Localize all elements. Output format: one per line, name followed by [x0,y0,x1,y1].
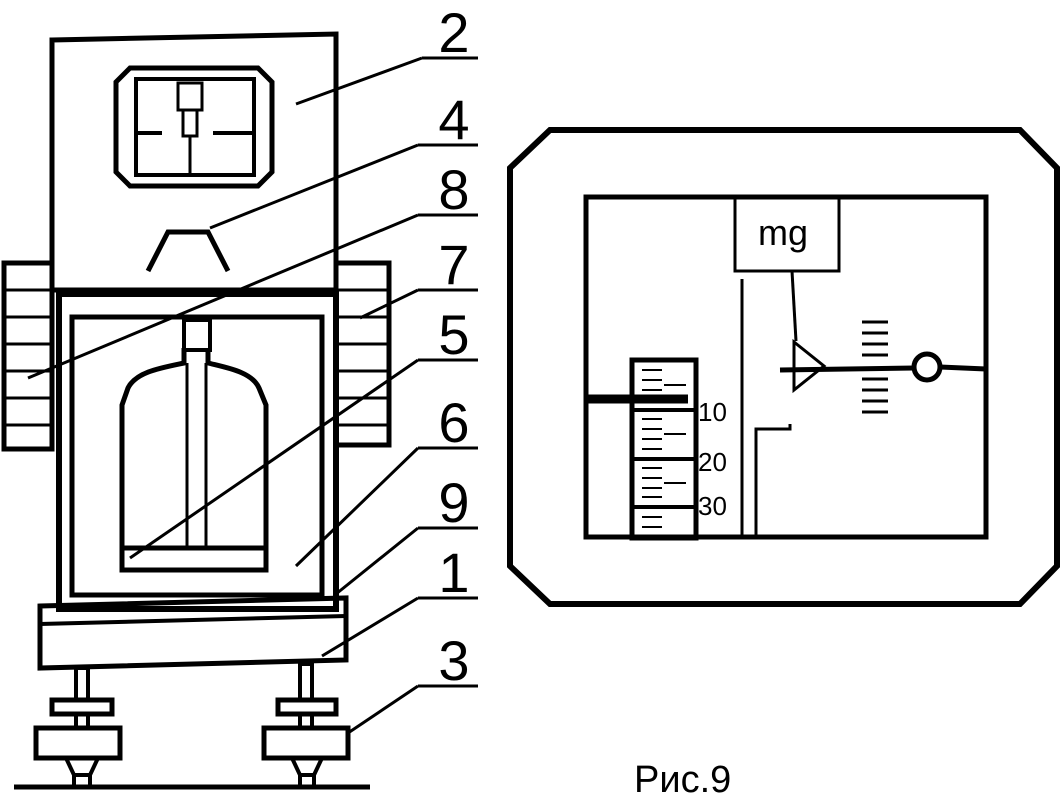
callout-4: 4 [438,88,469,151]
right-drum [333,260,392,448]
optical-screen-window [113,65,275,189]
magnified-screen: mg [507,127,1060,607]
arrester-handle [145,229,231,273]
left-drum [1,260,55,452]
pan-hood [119,318,269,573]
pointer-needle [779,270,987,394]
figure-caption: Рис.9 [634,759,731,798]
callout-7: 7 [438,233,469,296]
top-housing [49,31,339,293]
leveling-foot-left [33,666,123,786]
scale-mark-30: 30 [698,491,727,521]
base-plate [37,595,349,671]
scale-mark-10: 10 [698,397,727,427]
callout-2: 2 [438,1,469,64]
reference-ticks [862,320,888,414]
callout-3: 3 [438,629,469,692]
leader-lines [27,56,478,735]
callout-5: 5 [438,303,469,366]
leveling-foot-right [261,662,351,786]
callout-9: 9 [438,471,469,534]
weighing-chamber [56,291,339,612]
unit-label: mg [758,212,808,253]
callout-1: 1 [438,541,469,604]
scale-mark-20: 20 [698,447,727,477]
unit-box [733,195,841,273]
callout-6: 6 [438,391,469,454]
callout-8: 8 [438,158,469,221]
mg-scale [629,357,699,541]
balance-apparatus: 2 4 8 7 5 6 9 1 3 [1,1,478,790]
